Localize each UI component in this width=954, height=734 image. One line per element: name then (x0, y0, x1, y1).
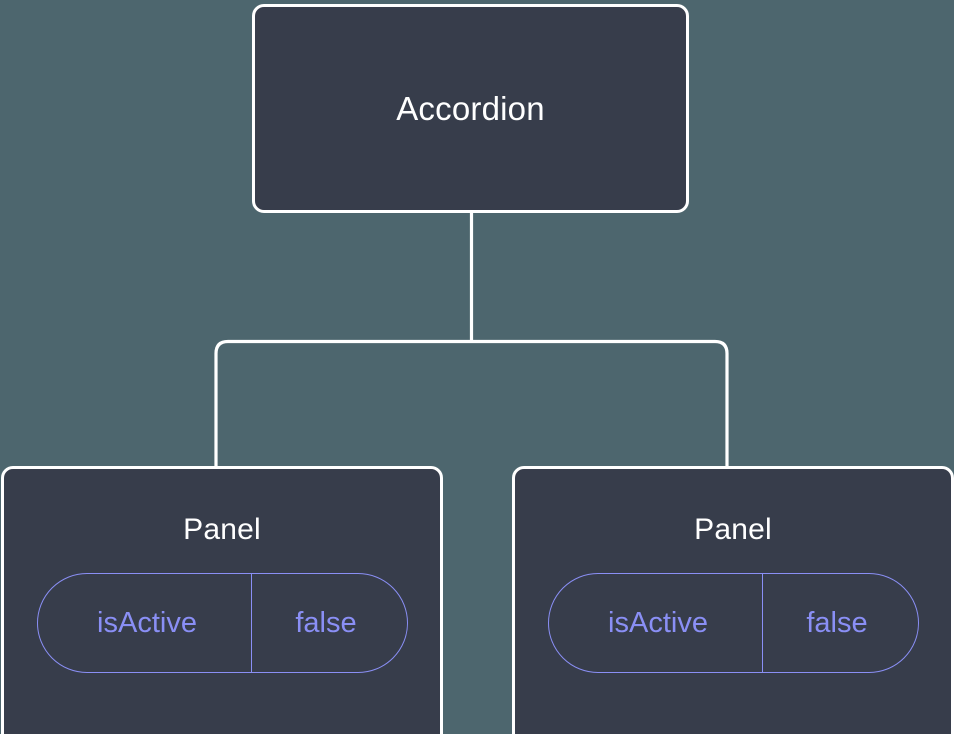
prop-pill-isactive-2[interactable]: isActive false (547, 573, 919, 673)
node-panel-2-label: Panel (694, 513, 772, 546)
edge-branch-left (214, 339, 472, 468)
node-panel-1-label: Panel (183, 513, 261, 546)
prop-value-label: false (295, 606, 357, 639)
node-accordion[interactable]: Accordion (252, 4, 689, 213)
prop-pill-isactive-1[interactable]: isActive false (36, 573, 408, 673)
node-accordion-label: Accordion (396, 90, 545, 127)
prop-value-label: false (806, 606, 868, 639)
prop-key-label: isActive (38, 574, 252, 672)
node-panel-1[interactable]: Panel isActive false (1, 466, 443, 734)
edge-branch-right (471, 339, 729, 468)
prop-key-label: isActive (549, 574, 763, 672)
node-panel-2[interactable]: Panel isActive false (512, 466, 954, 734)
